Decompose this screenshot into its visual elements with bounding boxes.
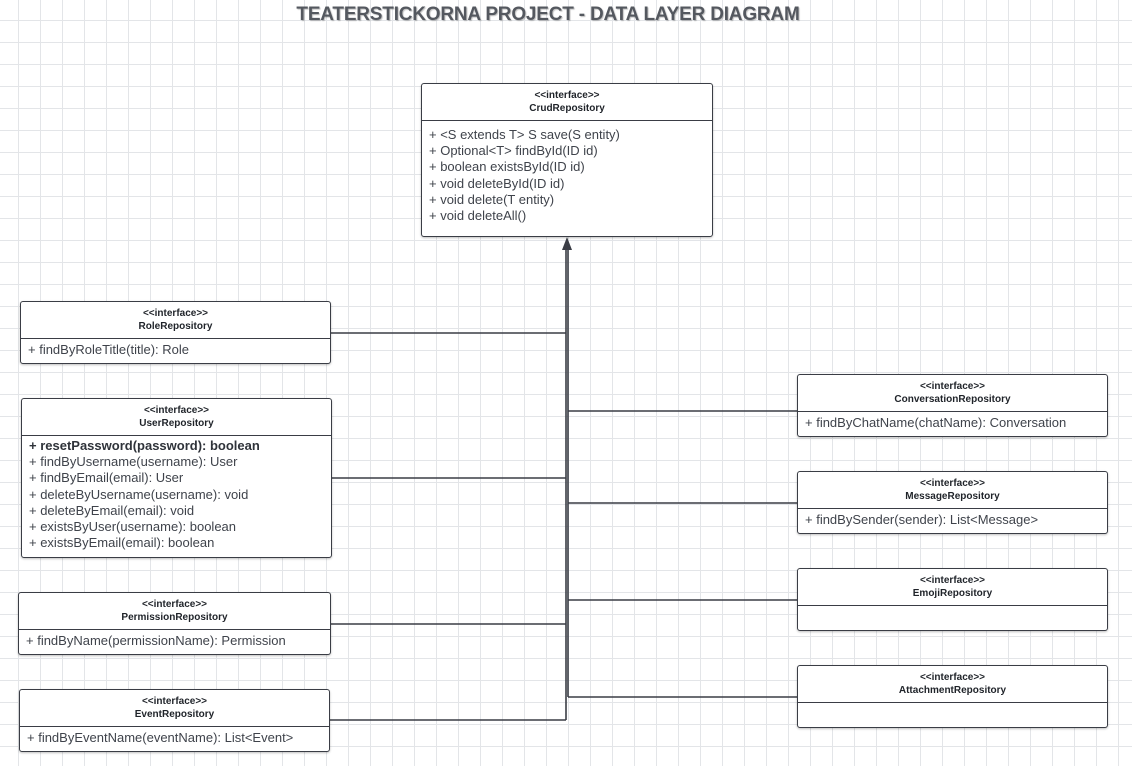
event-repository-header: <<interface>> EventRepository bbox=[20, 690, 329, 727]
operation: + deleteByEmail(email): void bbox=[29, 502, 195, 518]
operation: + existsByEmail(email): boolean bbox=[29, 535, 215, 551]
operation: + deleteByUsername(username): void bbox=[29, 486, 249, 502]
role-repository-stereotype: <<interface>> bbox=[142, 308, 209, 319]
message-repository-name: MessageRepository bbox=[905, 491, 1000, 502]
crud-repository-stereotype: <<interface>> bbox=[534, 90, 600, 101]
role-repository-name: RoleRepository bbox=[138, 321, 213, 332]
operation: + findByChatName(chatName): Conversation bbox=[805, 415, 1067, 430]
permission-repository-name: PermissionRepository bbox=[121, 612, 228, 623]
event-repository-stereotype: <<interface>> bbox=[141, 696, 208, 707]
operation: + existsByUser(username): boolean bbox=[29, 519, 237, 535]
permission-repository-operations: + findByName(permissionName): Permission bbox=[19, 630, 330, 649]
operation: + resetPassword(password): boolean bbox=[29, 438, 260, 453]
attachment-repository-stereotype: <<interface>> bbox=[919, 672, 986, 683]
permission-repository-header: <<interface>> PermissionRepository bbox=[19, 593, 330, 630]
user-repository-stereotype: <<interface>> bbox=[143, 405, 210, 416]
attachment-repository-operations bbox=[798, 703, 1107, 709]
attachment-repository-header: <<interface>> AttachmentRepository bbox=[798, 666, 1107, 703]
permission-repository-stereotype: <<interface>> bbox=[141, 599, 208, 610]
role-repository-header: <<interface>> RoleRepository bbox=[21, 302, 330, 339]
user-repository-interface[interactable]: <<interface>> UserRepository + resetPass… bbox=[21, 398, 332, 558]
emoji-repository-name: EmojiRepository bbox=[912, 588, 993, 599]
message-repository-stereotype: <<interface>> bbox=[919, 478, 986, 489]
operation: + findByRoleTitle(title): Role bbox=[28, 342, 189, 357]
conversation-repository-name: ConversationRepository bbox=[894, 394, 1011, 405]
emoji-repository-interface[interactable]: <<interface>> EmojiRepository bbox=[797, 568, 1108, 631]
role-repository-operations: + findByRoleTitle(title): Role bbox=[21, 339, 330, 358]
user-repository-header: <<interface>> UserRepository bbox=[22, 399, 331, 436]
operation: + void deleteAll() bbox=[429, 208, 527, 224]
role-repository-interface[interactable]: <<interface>> RoleRepository + findByRol… bbox=[20, 301, 331, 364]
emoji-repository-header: <<interface>> EmojiRepository bbox=[798, 569, 1107, 606]
operation: + <S extends T> S save(S entity) bbox=[429, 127, 620, 142]
crud-repository-header: <<interface>> CrudRepository bbox=[422, 84, 712, 121]
emoji-repository-operations bbox=[798, 606, 1107, 612]
user-repository-operations: + resetPassword(password): boolean + fin… bbox=[22, 436, 331, 551]
operation: + findBySender(sender): List<Message> bbox=[805, 512, 1039, 527]
diagram-title: TEATERSTICKORNA PROJECT - DATA LAYER DIA… bbox=[296, 4, 800, 25]
attachment-repository-name: AttachmentRepository bbox=[898, 685, 1007, 696]
operation: + findByEventName(eventName): List<Event… bbox=[27, 730, 294, 745]
operation: + void deleteById(ID id) bbox=[429, 175, 565, 191]
emoji-repository-stereotype: <<interface>> bbox=[919, 575, 986, 586]
event-repository-operations: + findByEventName(eventName): List<Event… bbox=[20, 727, 329, 746]
crud-repository-interface[interactable]: <<interface>> CrudRepository + <S extend… bbox=[421, 83, 713, 237]
crud-repository-name: CrudRepository bbox=[529, 103, 605, 114]
message-repository-header: <<interface>> MessageRepository bbox=[798, 472, 1107, 509]
operation: + boolean existsById(ID id) bbox=[429, 159, 585, 175]
operation: + findByEmail(email): User bbox=[29, 470, 184, 486]
message-repository-operations: + findBySender(sender): List<Message> bbox=[798, 509, 1107, 528]
crud-repository-operations: + <S extends T> S save(S entity) + Optio… bbox=[422, 121, 712, 224]
user-repository-name: UserRepository bbox=[139, 418, 214, 429]
event-repository-interface[interactable]: <<interface>> EventRepository + findByEv… bbox=[19, 689, 330, 752]
inheritance-arrowhead bbox=[562, 237, 572, 250]
operation: + findByUsername(username): User bbox=[29, 454, 238, 470]
attachment-repository-interface[interactable]: <<interface>> AttachmentRepository bbox=[797, 665, 1108, 728]
conversation-repository-interface[interactable]: <<interface>> ConversationRepository + f… bbox=[797, 374, 1108, 437]
conversation-repository-stereotype: <<interface>> bbox=[919, 381, 986, 392]
operation: + findByName(permissionName): Permission bbox=[26, 633, 286, 648]
conversation-repository-header: <<interface>> ConversationRepository bbox=[798, 375, 1107, 412]
event-repository-name: EventRepository bbox=[134, 709, 215, 720]
operation: + Optional<T> findById(ID id) bbox=[429, 143, 598, 159]
permission-repository-interface[interactable]: <<interface>> PermissionRepository + fin… bbox=[18, 592, 331, 655]
message-repository-interface[interactable]: <<interface>> MessageRepository + findBy… bbox=[797, 471, 1108, 534]
operation: + void delete(T entity) bbox=[429, 191, 555, 207]
conversation-repository-operations: + findByChatName(chatName): Conversation bbox=[798, 412, 1107, 431]
